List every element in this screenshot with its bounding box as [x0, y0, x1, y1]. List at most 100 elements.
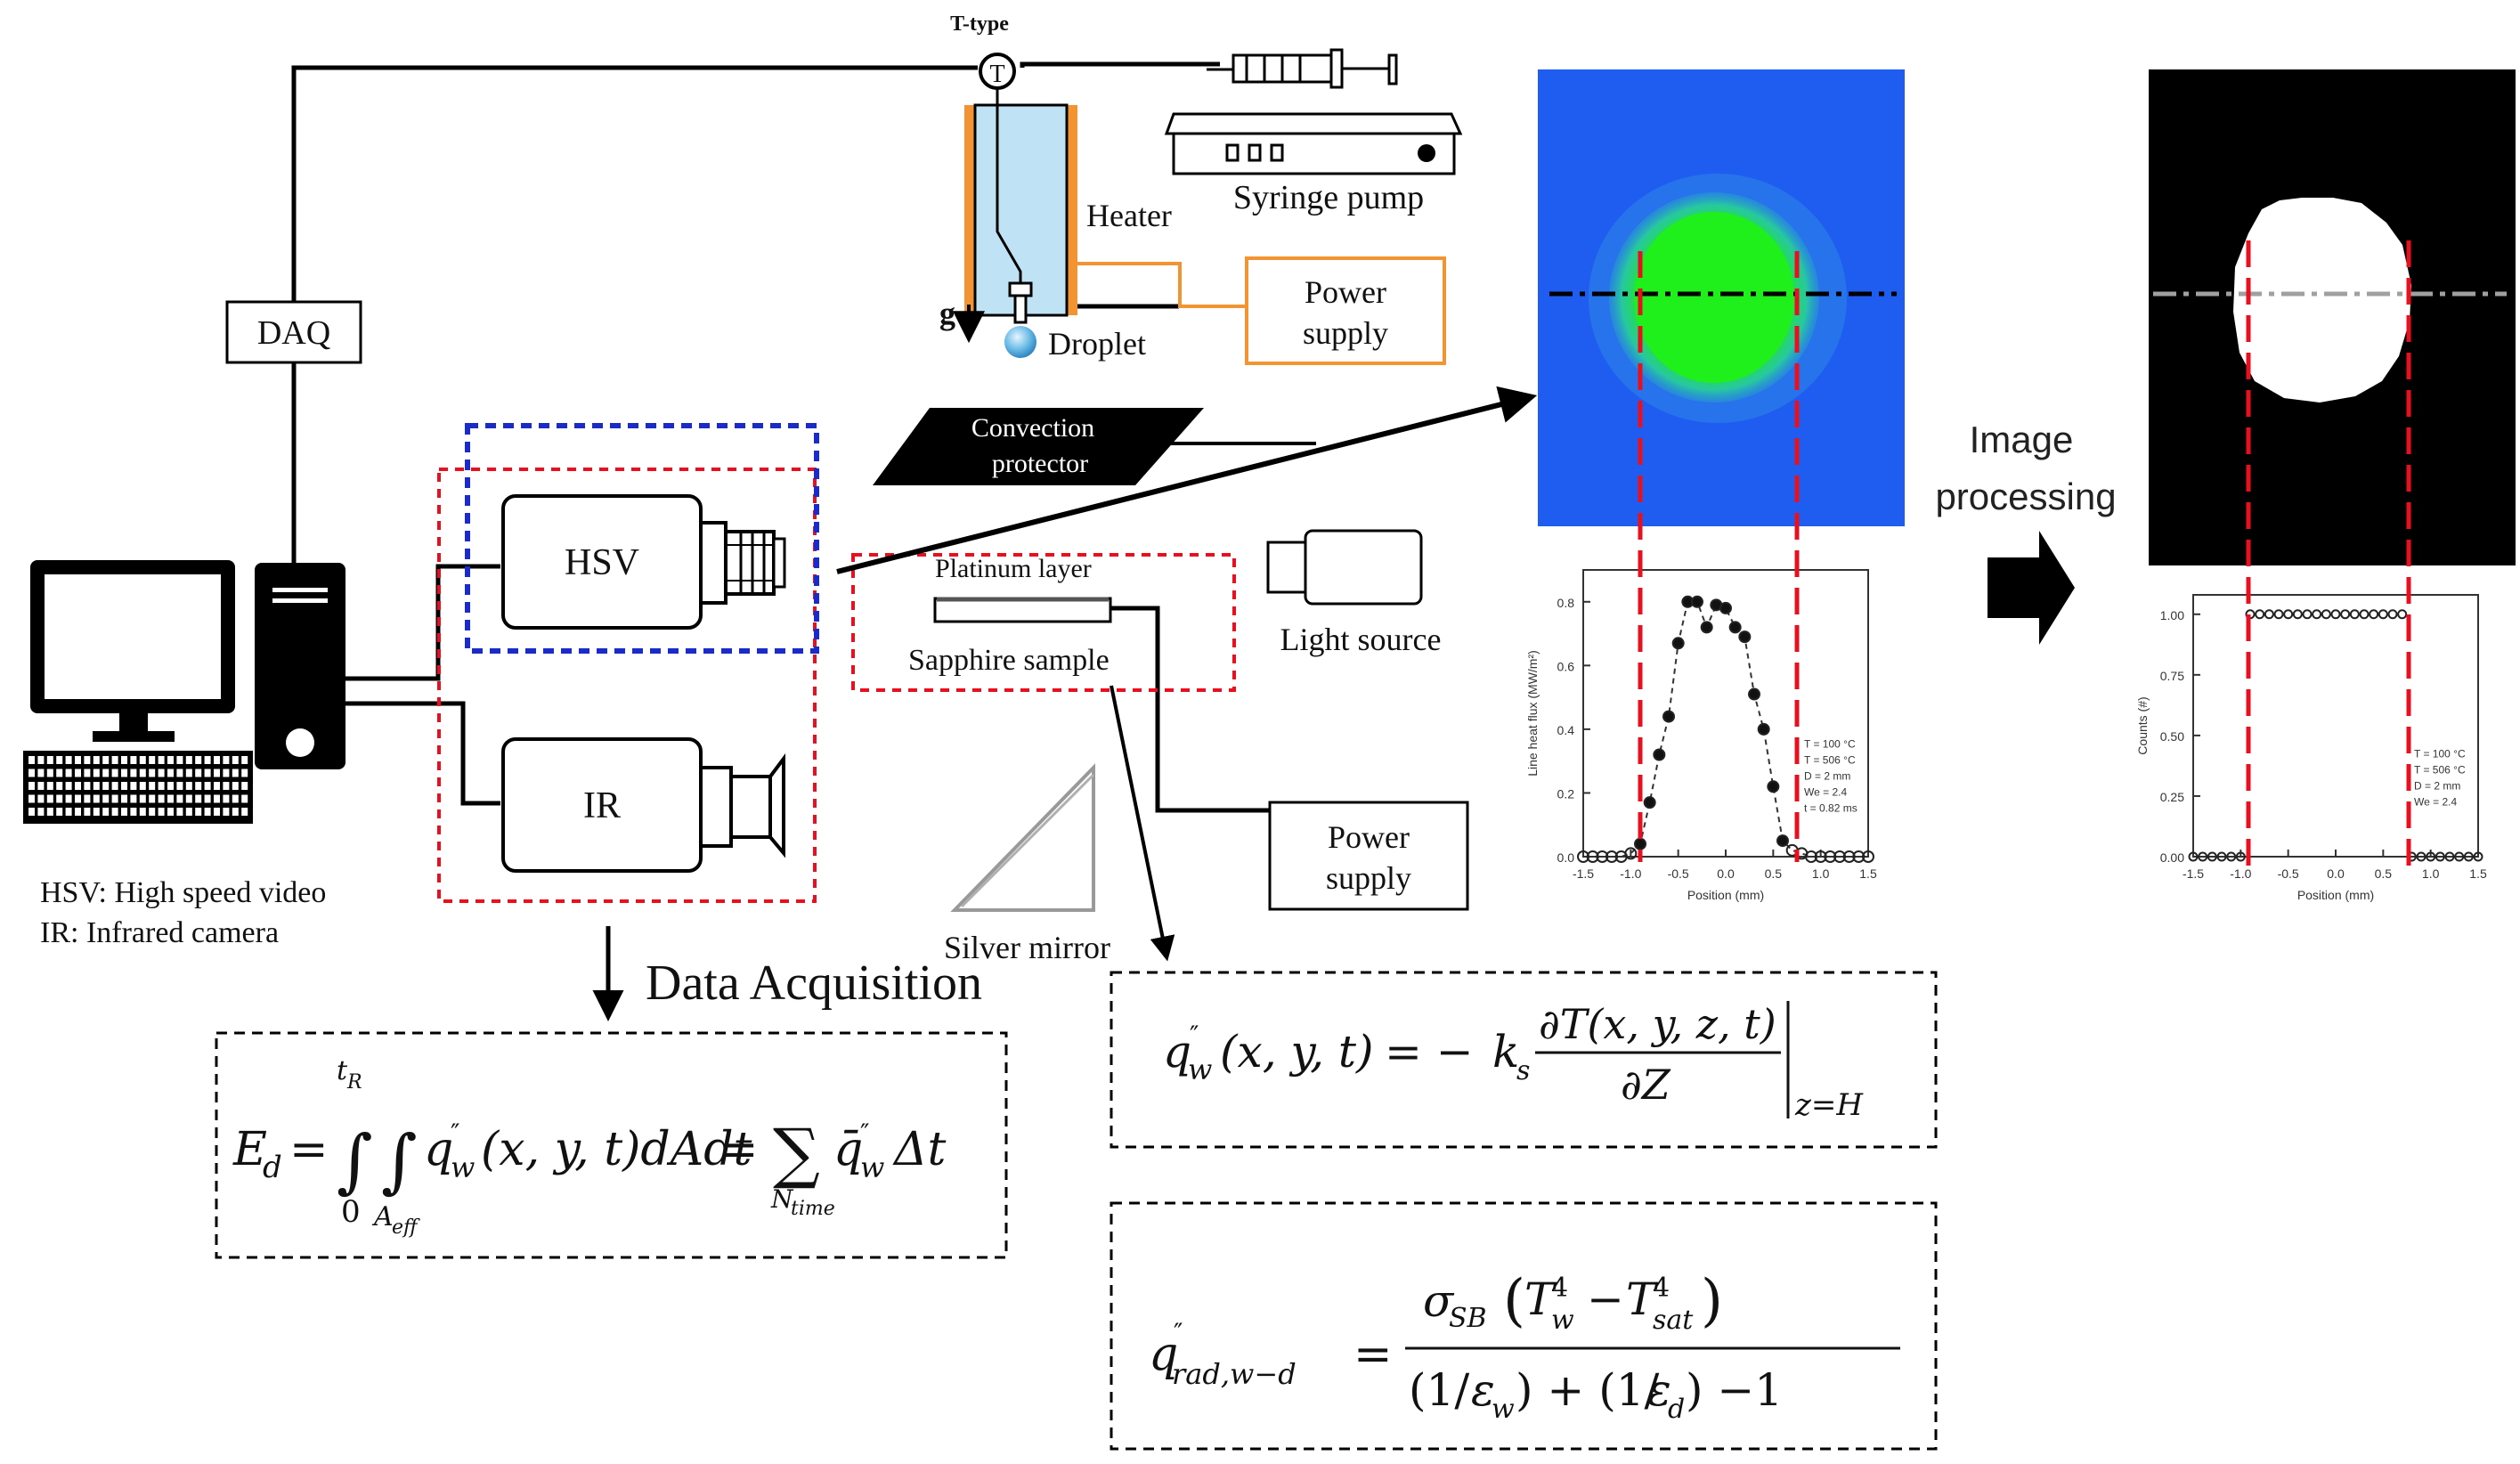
data-point — [1862, 850, 1874, 863]
svg-text:d: d — [263, 1150, 282, 1185]
x-tick-label: 1.0 — [2422, 866, 2440, 881]
y-tick-label: 0.50 — [2160, 729, 2184, 744]
svg-text:″: ″ — [1174, 1318, 1183, 1347]
svg-text:T: T — [1524, 1273, 1557, 1325]
droplet-icon — [1004, 326, 1036, 358]
svg-text:w: w — [1551, 1305, 1574, 1336]
svg-text:″: ″ — [451, 1118, 459, 1148]
data-point — [2463, 851, 2474, 862]
svg-text:=: = — [289, 1123, 329, 1176]
syringe-pump-icon — [1164, 112, 1463, 175]
image-processing-arrow — [1988, 531, 2075, 645]
svg-text:T: T — [989, 61, 1004, 88]
data-point — [2207, 851, 2217, 862]
data-point — [1824, 850, 1837, 863]
x-tick-label: -0.5 — [1668, 866, 1689, 881]
ir-camera-icon — [501, 737, 785, 873]
svg-text:∂T(x, y, z, t): ∂T(x, y, z, t) — [1539, 1000, 1776, 1048]
syringe-icon — [1207, 48, 1398, 89]
heat-flux-equation-box — [1110, 971, 1938, 1149]
svg-text:4: 4 — [1551, 1273, 1568, 1304]
x-tick-label: 0.0 — [2327, 866, 2345, 881]
camera-group-red-box — [437, 468, 817, 903]
data-point — [2321, 609, 2331, 620]
svg-text:k: k — [1492, 1026, 1519, 1078]
y-tick-label: 1.00 — [2160, 608, 2184, 622]
gravity-label: g — [939, 296, 955, 331]
svg-text:4: 4 — [1653, 1273, 1670, 1304]
svg-text:ε: ε — [1471, 1364, 1495, 1416]
legend-hsv: HSV: High speed video — [40, 876, 326, 909]
sapphire-sample-label: Sapphire sample — [908, 644, 1110, 677]
svg-text:q̄: q̄ — [833, 1123, 863, 1176]
svg-text:time: time — [791, 1198, 835, 1220]
x-tick-label: -1.5 — [2183, 866, 2204, 881]
daq-box — [225, 300, 362, 364]
data-point — [2216, 851, 2227, 862]
keyboard-icon — [23, 751, 253, 824]
image-processing-label-1: Image — [1970, 419, 2074, 460]
plot-annotation: t = 0.82 ms — [1804, 802, 1857, 815]
data-point — [2359, 609, 2370, 620]
data-point — [2426, 851, 2436, 862]
power-supply-bottom-label-2: supply — [1326, 860, 1411, 896]
hsv-blue-box — [465, 423, 819, 654]
x-tick-label: 0.0 — [1717, 866, 1735, 881]
data-point — [2330, 609, 2341, 620]
syringe-pump-label: Syringe pump — [1233, 179, 1424, 216]
data-point — [2283, 609, 2294, 620]
x-tick-label: 0.5 — [2375, 866, 2393, 881]
data-point — [2369, 609, 2379, 620]
data-point — [1700, 621, 1713, 634]
hsv-camera-icon — [501, 494, 786, 630]
svg-text:s: s — [1516, 1055, 1530, 1086]
y-tick-label: 0.00 — [2160, 850, 2184, 865]
light-source-label: Light source — [1280, 622, 1442, 657]
data-point — [1757, 722, 1770, 736]
data-point — [1719, 601, 1732, 614]
computer-icon — [23, 560, 345, 824]
y-tick-label: 0.0 — [1557, 850, 1575, 865]
data-point — [1814, 850, 1827, 863]
data-point — [1691, 595, 1703, 608]
heat-flux-equation: q ″ w (x, y, t) = − k s ∂T(x, y, z, t) ∂… — [1163, 1000, 1864, 1123]
silver-mirror-icon — [950, 763, 1095, 912]
image-processing-label-2: processing — [1935, 476, 2116, 517]
x-tick-label: -0.5 — [2278, 866, 2299, 881]
data-point — [2454, 851, 2465, 862]
svg-text:″: ″ — [860, 1118, 869, 1148]
data-point — [2312, 609, 2322, 620]
svg-text:) + (1/: ) + (1/ — [1516, 1364, 1660, 1416]
data-point — [2302, 609, 2313, 620]
svg-text:=: = — [1353, 1328, 1393, 1381]
svg-text:(: ( — [1503, 1268, 1525, 1334]
y-tick-label: 0.75 — [2160, 669, 2184, 683]
sample-to-equation-arrow — [1110, 685, 1175, 962]
data-point — [1577, 850, 1589, 863]
svg-text:eff: eff — [392, 1216, 420, 1239]
y-tick-label: 0.2 — [1557, 786, 1575, 801]
data-point — [2188, 851, 2199, 862]
data-point — [1671, 637, 1685, 650]
data-point — [2226, 851, 2237, 862]
plot-annotation: T = 100 °C — [2414, 747, 2466, 760]
convection-protector-shape — [873, 408, 1204, 485]
y-tick-label: 0.4 — [1557, 723, 1575, 737]
svg-text:∂Z: ∂Z — [1621, 1061, 1671, 1109]
svg-text:(x, y, t)dAdt: (x, y, t)dAdt — [481, 1123, 752, 1176]
heater-assembly — [964, 98, 1247, 358]
y-tick-label: 0.25 — [2160, 790, 2184, 804]
y-tick-label: 0.8 — [1557, 596, 1575, 610]
convection-label-2: protector — [992, 449, 1088, 478]
svg-text:E: E — [232, 1123, 267, 1176]
daq-label: DAQ — [257, 314, 330, 352]
svg-text:ε: ε — [1647, 1364, 1671, 1416]
energy-equation: E d = ∫ t R 0 ∫ A eff q ″ w (x, y, t)dAd… — [232, 1055, 947, 1239]
power-supply-top-label-1: Power — [1305, 274, 1386, 310]
data-point — [2416, 851, 2427, 862]
svg-text:σ: σ — [1423, 1275, 1455, 1327]
data-point — [1624, 847, 1638, 860]
svg-text:w: w — [1188, 1053, 1212, 1086]
